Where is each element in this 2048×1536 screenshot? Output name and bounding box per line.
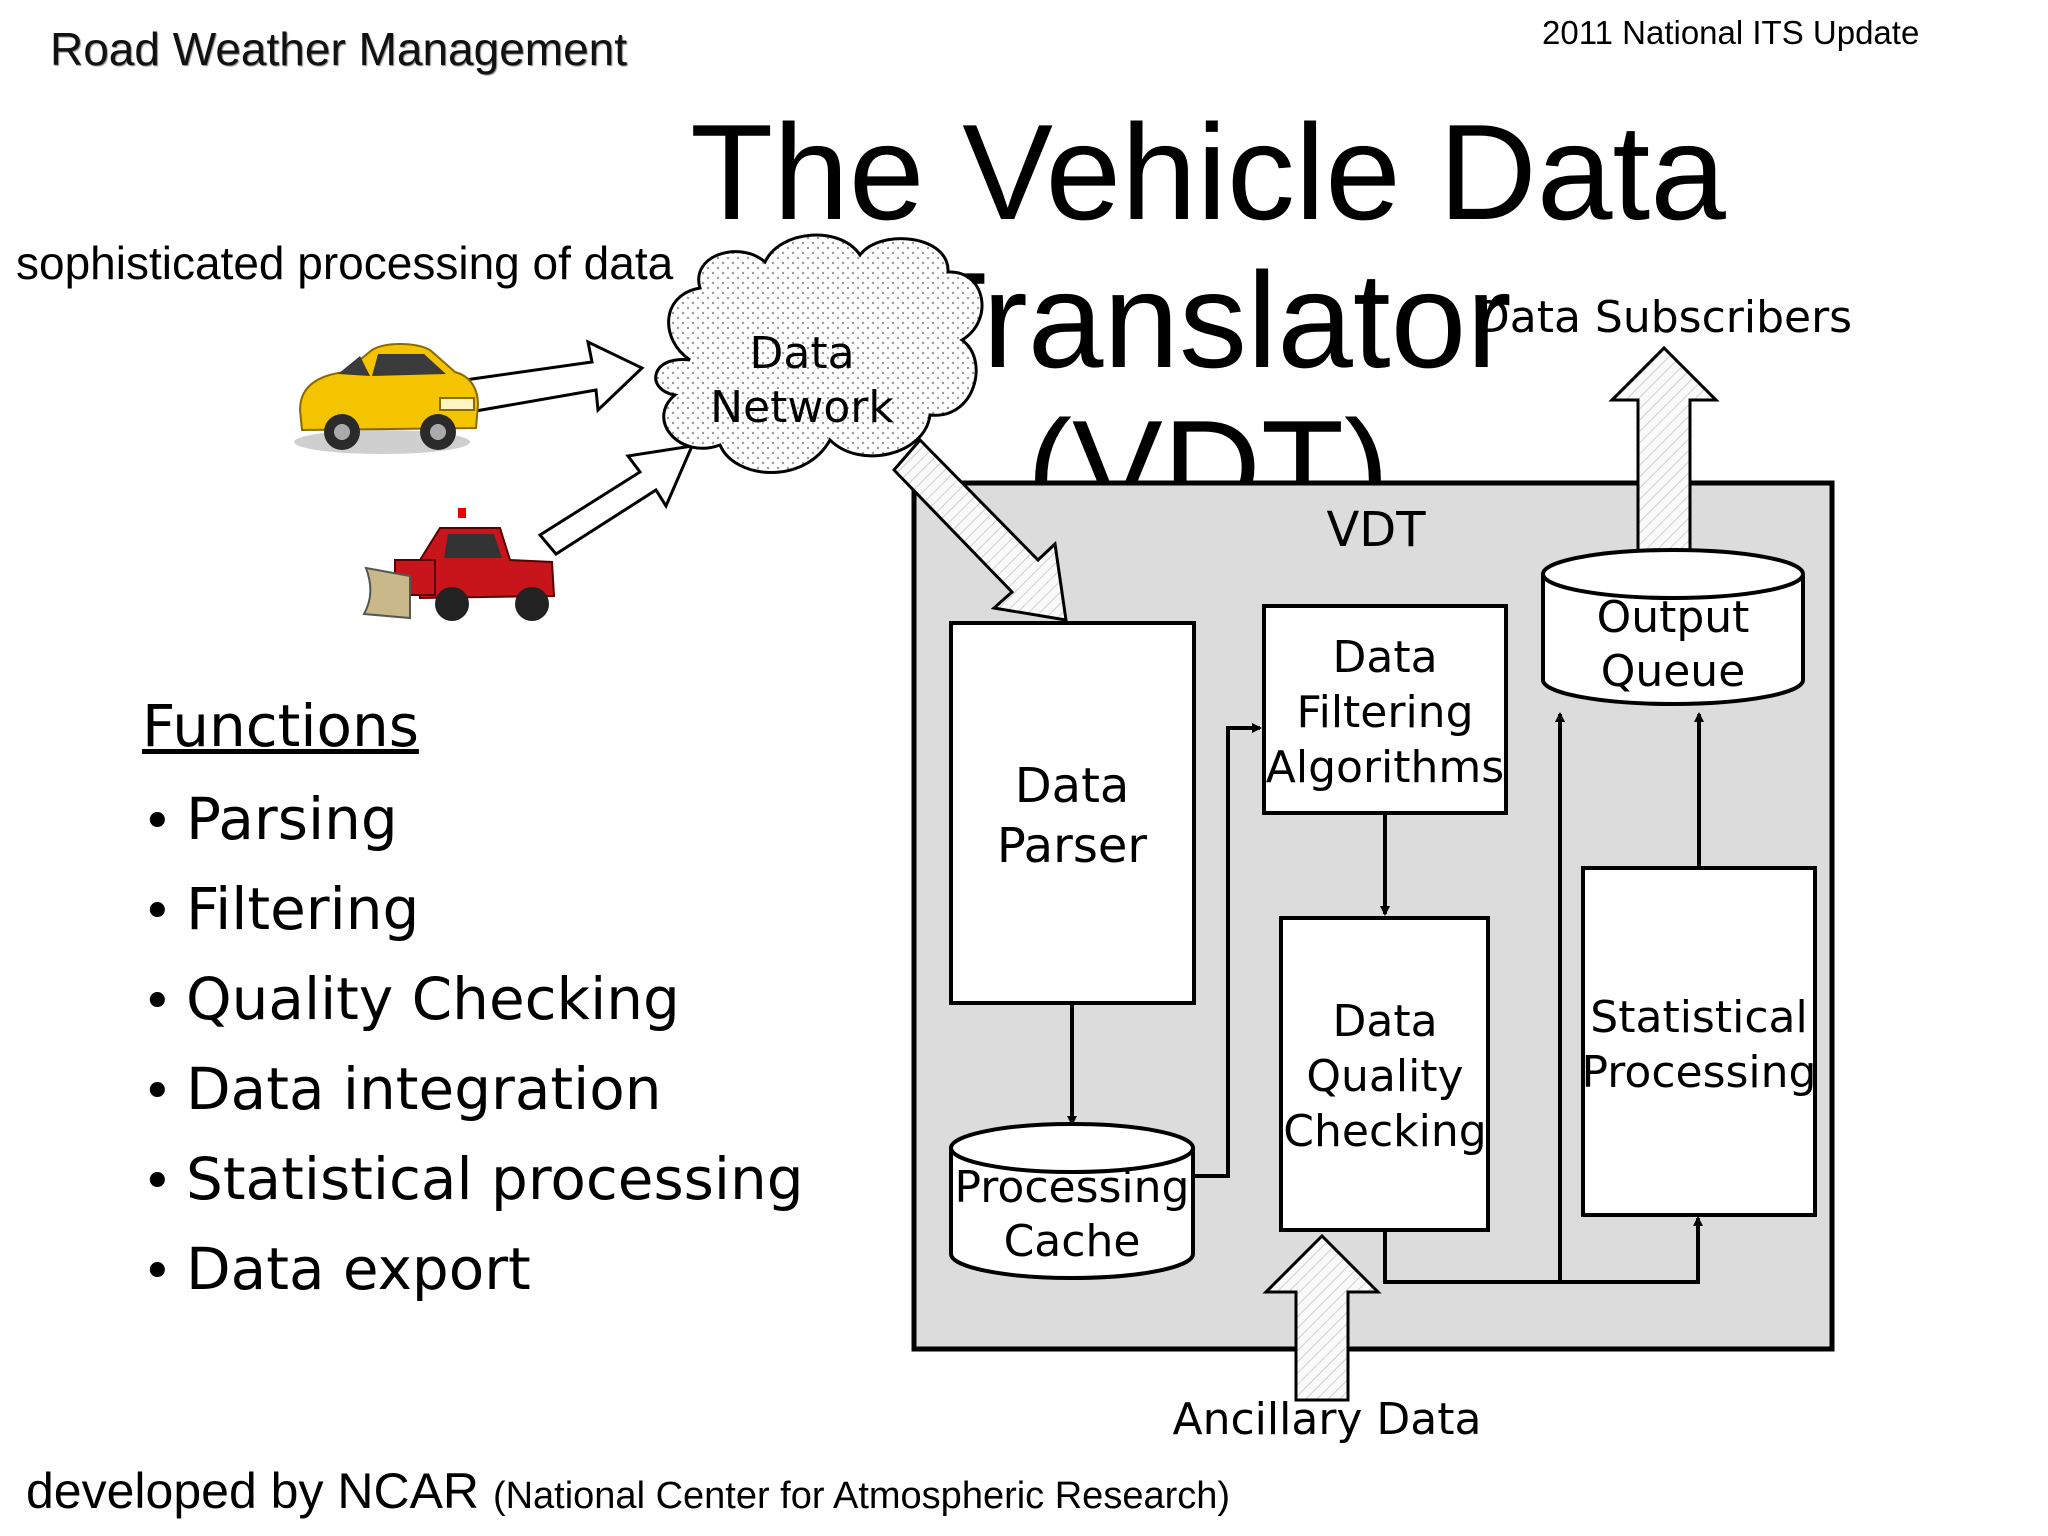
bullet-icon: •	[142, 1062, 173, 1122]
data-quality-label-2: Quality	[1306, 1051, 1463, 1102]
function-item-label: Quality Checking	[186, 965, 680, 1033]
cloud-label-2: Network	[710, 382, 894, 433]
data-quality-label-3: Checking	[1283, 1106, 1486, 1157]
network-to-parser-arrow	[891, 437, 1068, 622]
data-subscribers-label: Data Subscribers	[1476, 292, 1852, 343]
data-parser-box	[949, 621, 1196, 1005]
function-item-label: Filtering	[186, 875, 420, 943]
function-item: •Parsing	[142, 774, 804, 864]
statistical-label-2: Processing	[1582, 1047, 1817, 1098]
output-queue-label-1: Output	[1597, 592, 1750, 643]
data-quality-label-1: Data	[1332, 996, 1437, 1047]
data-parser-label-2: Parser	[997, 818, 1147, 874]
function-item: •Statistical processing	[142, 1134, 804, 1224]
car-icon	[294, 343, 480, 454]
output-queue-label-2: Queue	[1601, 646, 1746, 697]
footer: developed by NCAR (National Center for A…	[26, 1462, 1230, 1520]
processing-cache-label-1: Processing	[955, 1162, 1190, 1213]
output-queue-top	[1541, 548, 1805, 600]
processing-cache-cylinder	[949, 1148, 1195, 1280]
data-filtering-box	[1262, 604, 1508, 815]
title-line-1: The Vehicle Data Translator	[690, 96, 1726, 396]
car-to-network-arrow	[463, 339, 645, 414]
footer-paren: (National Center for Atmospheric Researc…	[492, 1475, 1231, 1517]
subscribers-arrow	[1608, 345, 1720, 570]
function-item-label: Data export	[186, 1235, 531, 1303]
data-filtering-label-1: Data	[1332, 632, 1437, 683]
bullet-icon: •	[142, 792, 173, 852]
output-queue-cylinder	[1541, 574, 1805, 706]
processing-cache-top	[949, 1122, 1195, 1174]
snowplow-truck-icon	[362, 508, 556, 621]
functions-list: Functions •Parsing•Filtering•Quality Che…	[142, 692, 804, 1314]
cache-to-filtering-line	[1193, 723, 1262, 1178]
function-item-label: Parsing	[186, 785, 398, 853]
functions-heading: Functions	[142, 692, 419, 760]
bullet-icon: •	[142, 1152, 173, 1212]
data-quality-box	[1279, 916, 1490, 1232]
quality-to-stat-line	[1383, 1216, 1703, 1284]
statistical-processing-box	[1581, 866, 1817, 1217]
data-filtering-label-2: Filtering	[1296, 687, 1473, 738]
function-item-label: Data integration	[186, 1055, 662, 1123]
cloud-label-1: Data	[749, 328, 854, 379]
bullet-icon: •	[142, 882, 173, 942]
function-item: •Quality Checking	[142, 954, 804, 1044]
processing-cache-label-2: Cache	[1004, 1216, 1141, 1267]
subtitle: sophisticated processing of data	[16, 237, 674, 289]
footer-main: developed by NCAR	[26, 1463, 480, 1519]
ancillary-data-arrow	[1262, 1233, 1382, 1402]
ancillary-data-label: Ancillary Data	[1173, 1394, 1482, 1445]
bullet-icon: •	[142, 1242, 173, 1302]
bullet-icon: •	[142, 972, 173, 1032]
header-left: Road Weather Management	[50, 23, 628, 75]
function-item: •Data export	[142, 1224, 804, 1314]
statistical-label-1: Statistical	[1590, 992, 1807, 1043]
function-item: •Data integration	[142, 1044, 804, 1134]
function-item-label: Statistical processing	[186, 1145, 804, 1213]
data-parser-label-1: Data	[1015, 758, 1130, 814]
data-filtering-label-3: Algorithms	[1266, 742, 1504, 793]
truck-to-network-arrow	[537, 444, 695, 556]
header-right: 2011 National ITS Update	[1542, 14, 1920, 51]
data-network-cloud	[654, 233, 984, 474]
function-item: •Filtering	[142, 864, 804, 954]
vdt-label: VDT	[1326, 502, 1426, 558]
